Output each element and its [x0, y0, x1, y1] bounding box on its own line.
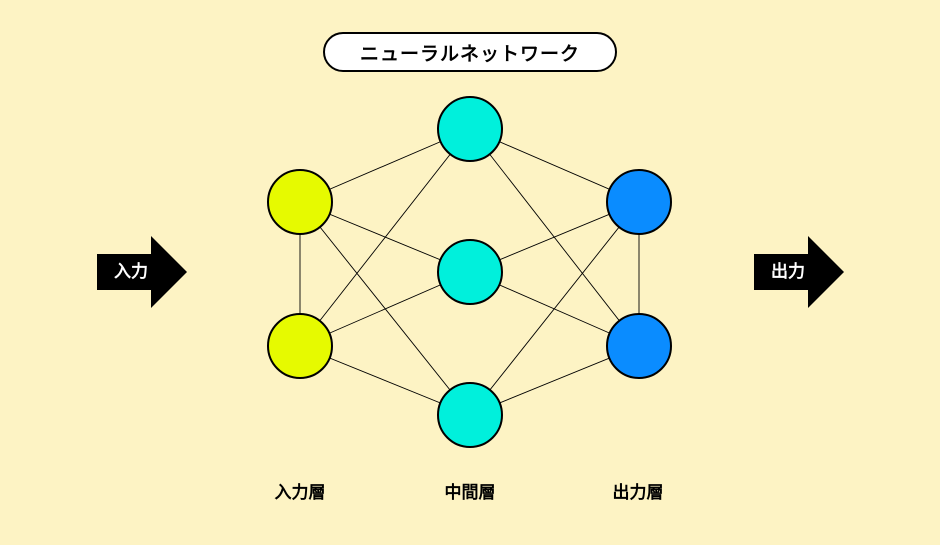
hidden-layer-label: 中間層: [444, 483, 496, 503]
input-arrow-label: 入力: [114, 262, 148, 282]
input-hidden-edge: [299, 201, 471, 416]
output-arrow-label: 出力: [771, 262, 805, 282]
input-node: [267, 313, 333, 379]
input-hidden-edge: [299, 128, 471, 347]
output-arrow: 出力: [754, 236, 844, 308]
hidden-output-edge: [469, 201, 640, 416]
output-arrow-shape: [754, 236, 844, 308]
input-layer-label: 入力層: [274, 483, 326, 503]
input-node: [267, 169, 333, 235]
input-arrow-shape: [97, 236, 187, 308]
hidden-node: [437, 382, 503, 448]
output-layer-label: 出力層: [612, 483, 664, 503]
input-arrow: 入力: [97, 236, 187, 308]
hidden-node: [437, 96, 503, 162]
diagram-title: ニューラルネットワーク: [323, 32, 617, 72]
hidden-node: [437, 239, 503, 305]
output-node: [606, 169, 672, 235]
output-node: [606, 313, 672, 379]
nodes: [267, 96, 672, 448]
hidden-output-edge: [469, 128, 640, 347]
